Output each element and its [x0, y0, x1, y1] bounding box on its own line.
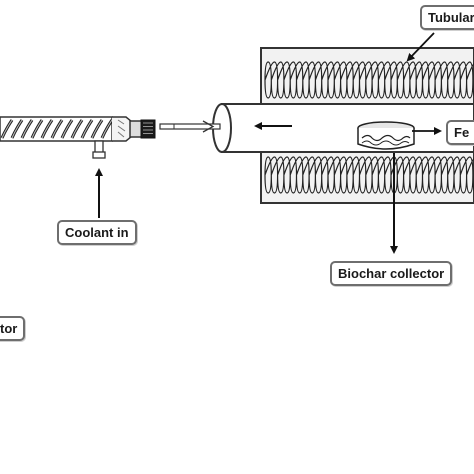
tubular-furnace-label: Tubular — [420, 5, 474, 30]
condenser — [0, 116, 156, 142]
feed-label: Fe — [446, 120, 474, 145]
gas-outlet-tube — [159, 120, 221, 133]
collector-label-partial: tor — [0, 316, 26, 341]
reactor-tube — [221, 103, 474, 153]
upper-heating-coil — [264, 61, 474, 99]
sample-boat — [357, 121, 415, 150]
biochar-collector-label: Biochar collector — [330, 261, 453, 286]
lower-heating-coil — [264, 156, 474, 194]
coolant-inlet-nozzle — [92, 140, 106, 159]
tubular-label-pointer — [406, 32, 435, 62]
coolant-in-label: Coolant in — [57, 220, 137, 245]
